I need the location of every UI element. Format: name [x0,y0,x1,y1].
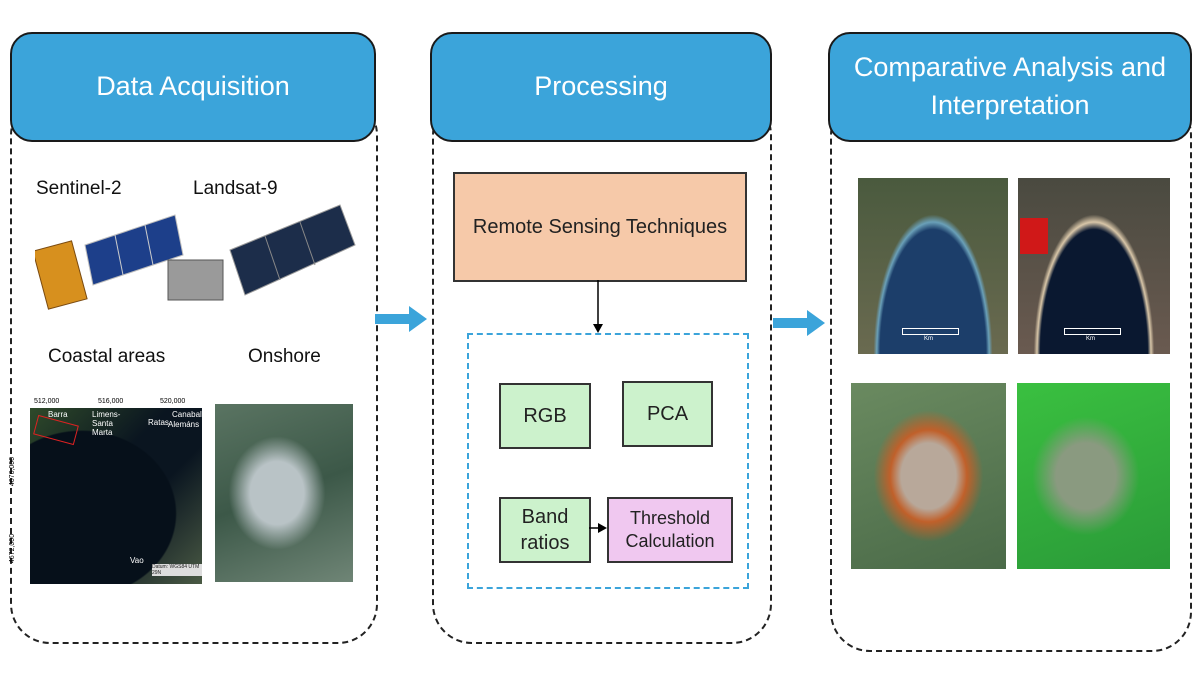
scale-label: Km [924,336,933,342]
rgb-box: RGB [499,383,591,449]
coastal-areas-label: Coastal areas [48,346,166,367]
landsat-label: Landsat-9 [193,178,278,199]
onshore-result-map-2 [1017,383,1170,569]
remote-sensing-box: Remote Sensing Techniques [453,172,747,282]
analysis-header: Comparative Analysis and Interpretation [828,32,1192,142]
place-label: Alemáns [168,420,200,429]
place-label: Vao [130,556,144,565]
x-tick: 520,000 [160,398,186,405]
coastal-result-map-1: Km [858,178,1008,354]
acquisition-header: Data Acquisition [10,32,376,142]
place-label: Limens-Santa Marta [92,410,121,437]
sentinel-label: Sentinel-2 [36,178,122,199]
x-tick: 512,000 [34,398,60,405]
coastal-result-map-2: Km [1018,178,1170,354]
pca-box: PCA [622,381,713,447]
methods-group [467,333,749,589]
arrow-right-icon [375,306,427,332]
onshore-result-map-1 [851,383,1006,569]
onshore-label: Onshore [248,346,321,367]
place-label: Ratas [148,418,169,427]
scale-label: Km [1086,336,1095,342]
onshore-map [215,404,353,582]
datum-label: Datum: WGS84 UTM 29N [152,564,202,576]
sentinel-satellite-icon [35,214,184,310]
place-label: Canabal [172,410,202,419]
arrow-right-icon [589,523,607,533]
landsat-satellite-icon [167,204,356,301]
threshold-box: Threshold Calculation [607,497,733,563]
processing-header: Processing [430,32,772,142]
coastal-map: Barra Limens-Santa Marta Ratas Canabal A… [30,408,202,584]
band-ratios-box: Band ratios [499,497,591,563]
place-label: Barra [48,410,68,419]
y-tick: 4672,000 [9,533,17,564]
x-tick: 516,000 [98,398,124,405]
arrow-right-icon [773,310,825,336]
y-tick: 4676,000 [9,456,17,487]
arrow-down-icon [593,280,603,333]
